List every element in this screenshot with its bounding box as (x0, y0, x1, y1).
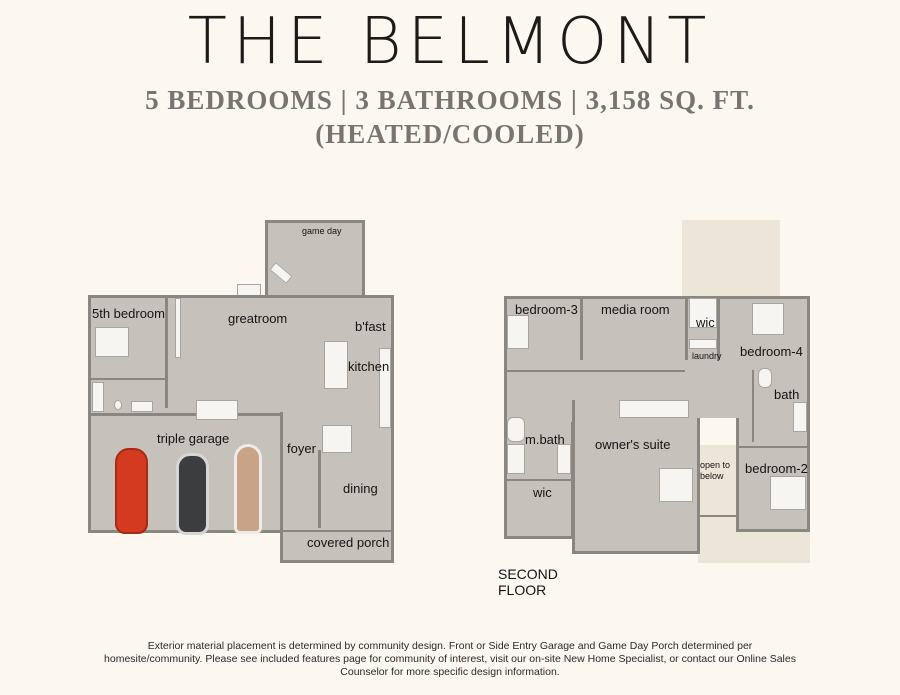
bed-icon (507, 315, 529, 349)
room-label-m-bath: m.bath (525, 432, 565, 447)
tub-icon (793, 402, 807, 432)
vanity-icon (557, 444, 571, 474)
wic-shelving (689, 298, 717, 328)
specs-note: (HEATED/COOLED) (315, 119, 585, 149)
pantry-icon (322, 425, 352, 453)
specs-line: 5 BEDROOMS | 3 BATHROOMS | 3,158 SQ. FT. (145, 85, 755, 115)
bedroom-2-block (736, 414, 810, 532)
tub-icon (758, 368, 772, 388)
disclaimer-text: Exterior material placement is determine… (104, 640, 796, 678)
room-label-foyer: foyer (287, 441, 316, 456)
room-label-media-room: media room (601, 302, 670, 317)
laundry-machines (689, 339, 717, 349)
room-label-5th-bedroom: 5th bedroom (92, 306, 165, 321)
room-label-kitchen: kitchen (348, 359, 390, 374)
open-area-ghost (682, 220, 780, 300)
second-floor-label: SECOND FLOOR (498, 566, 558, 598)
kitchen-island (324, 341, 348, 389)
bed-icon (659, 468, 693, 502)
closet-shelf (175, 298, 181, 358)
room-label-bfast: b'fast (355, 319, 386, 334)
room-label-bedroom-2: bedroom-2 (745, 461, 808, 476)
stairs-icon (619, 400, 689, 418)
bed-icon (95, 327, 129, 357)
room-label-dining: dining (343, 481, 378, 496)
shower-icon (507, 444, 525, 474)
tub-icon (507, 417, 525, 442)
toilet-icon (114, 400, 122, 410)
bed-icon (770, 476, 806, 510)
kitchen-counter (379, 348, 391, 428)
room-label-owners-suite: owner's suite (595, 437, 671, 452)
room-label-bedroom-4: bedroom-4 (740, 344, 803, 359)
silver-car-icon (176, 453, 209, 535)
tub-icon (92, 382, 104, 412)
room-label-game-day: game day (302, 226, 342, 236)
bed-icon (752, 303, 784, 335)
room-label-covered-porch: covered porch (307, 535, 390, 550)
room-label-open-to: open to (700, 460, 731, 470)
red-car-icon (115, 448, 148, 534)
room-label-wic-upper: wic (696, 315, 715, 330)
stairs-icon (196, 400, 238, 420)
boat-icon (234, 444, 262, 534)
room-label-greatroom: greatroom (228, 311, 288, 326)
room-label-bedroom-3: bedroom-3 (515, 302, 578, 317)
room-label-laundry: laundry (692, 351, 722, 361)
room-label-wic-lower: wic (533, 485, 552, 500)
room-label-bath: bath (774, 387, 800, 402)
page-title: THE BELMONT (187, 5, 713, 79)
game-day-porch (265, 220, 365, 298)
room-label-below: below (700, 471, 724, 481)
vanity-icon (131, 401, 153, 412)
room-label-triple-garage: triple garage (157, 431, 230, 446)
